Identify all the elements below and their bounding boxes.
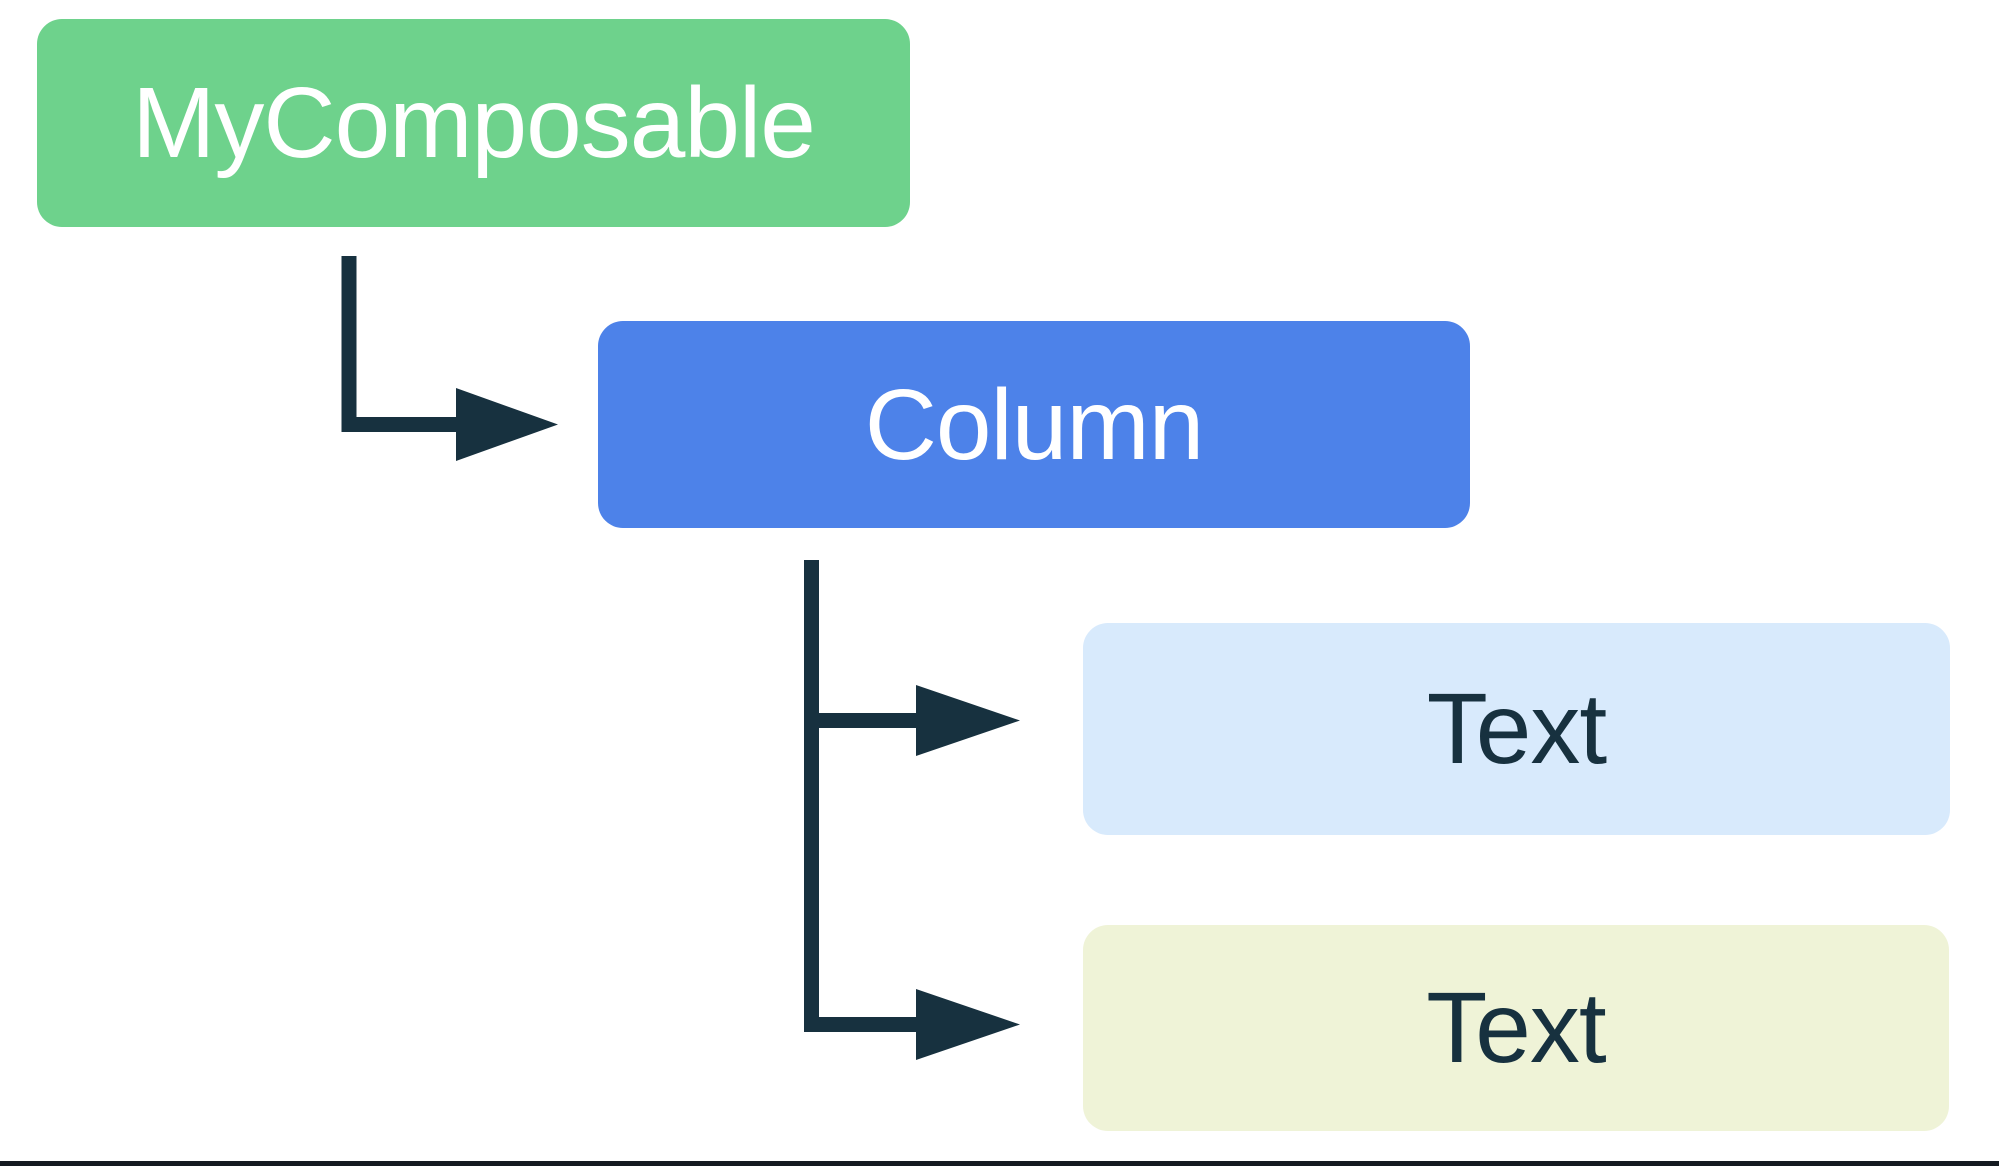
node-text-second: Text xyxy=(1083,925,1949,1131)
arrowhead-icon xyxy=(916,685,1020,756)
bottom-divider xyxy=(0,1161,1999,1166)
node-text-second-label: Text xyxy=(1426,972,1606,1084)
arrow-column-to-text-second xyxy=(804,989,1020,1060)
node-mycomposable-label: MyComposable xyxy=(132,67,816,179)
node-column-label: Column xyxy=(864,368,1205,481)
arrow-column-to-text-first xyxy=(804,685,1020,756)
arrowhead-icon xyxy=(916,989,1020,1060)
arrowhead-icon xyxy=(456,388,558,461)
node-mycomposable: MyComposable xyxy=(37,19,910,227)
node-text-first-label: Text xyxy=(1426,673,1607,785)
elbow-line xyxy=(341,256,460,432)
node-text-first: Text xyxy=(1083,623,1950,835)
arrow-mycomposable-to-column xyxy=(341,256,558,461)
node-column: Column xyxy=(598,321,1470,528)
